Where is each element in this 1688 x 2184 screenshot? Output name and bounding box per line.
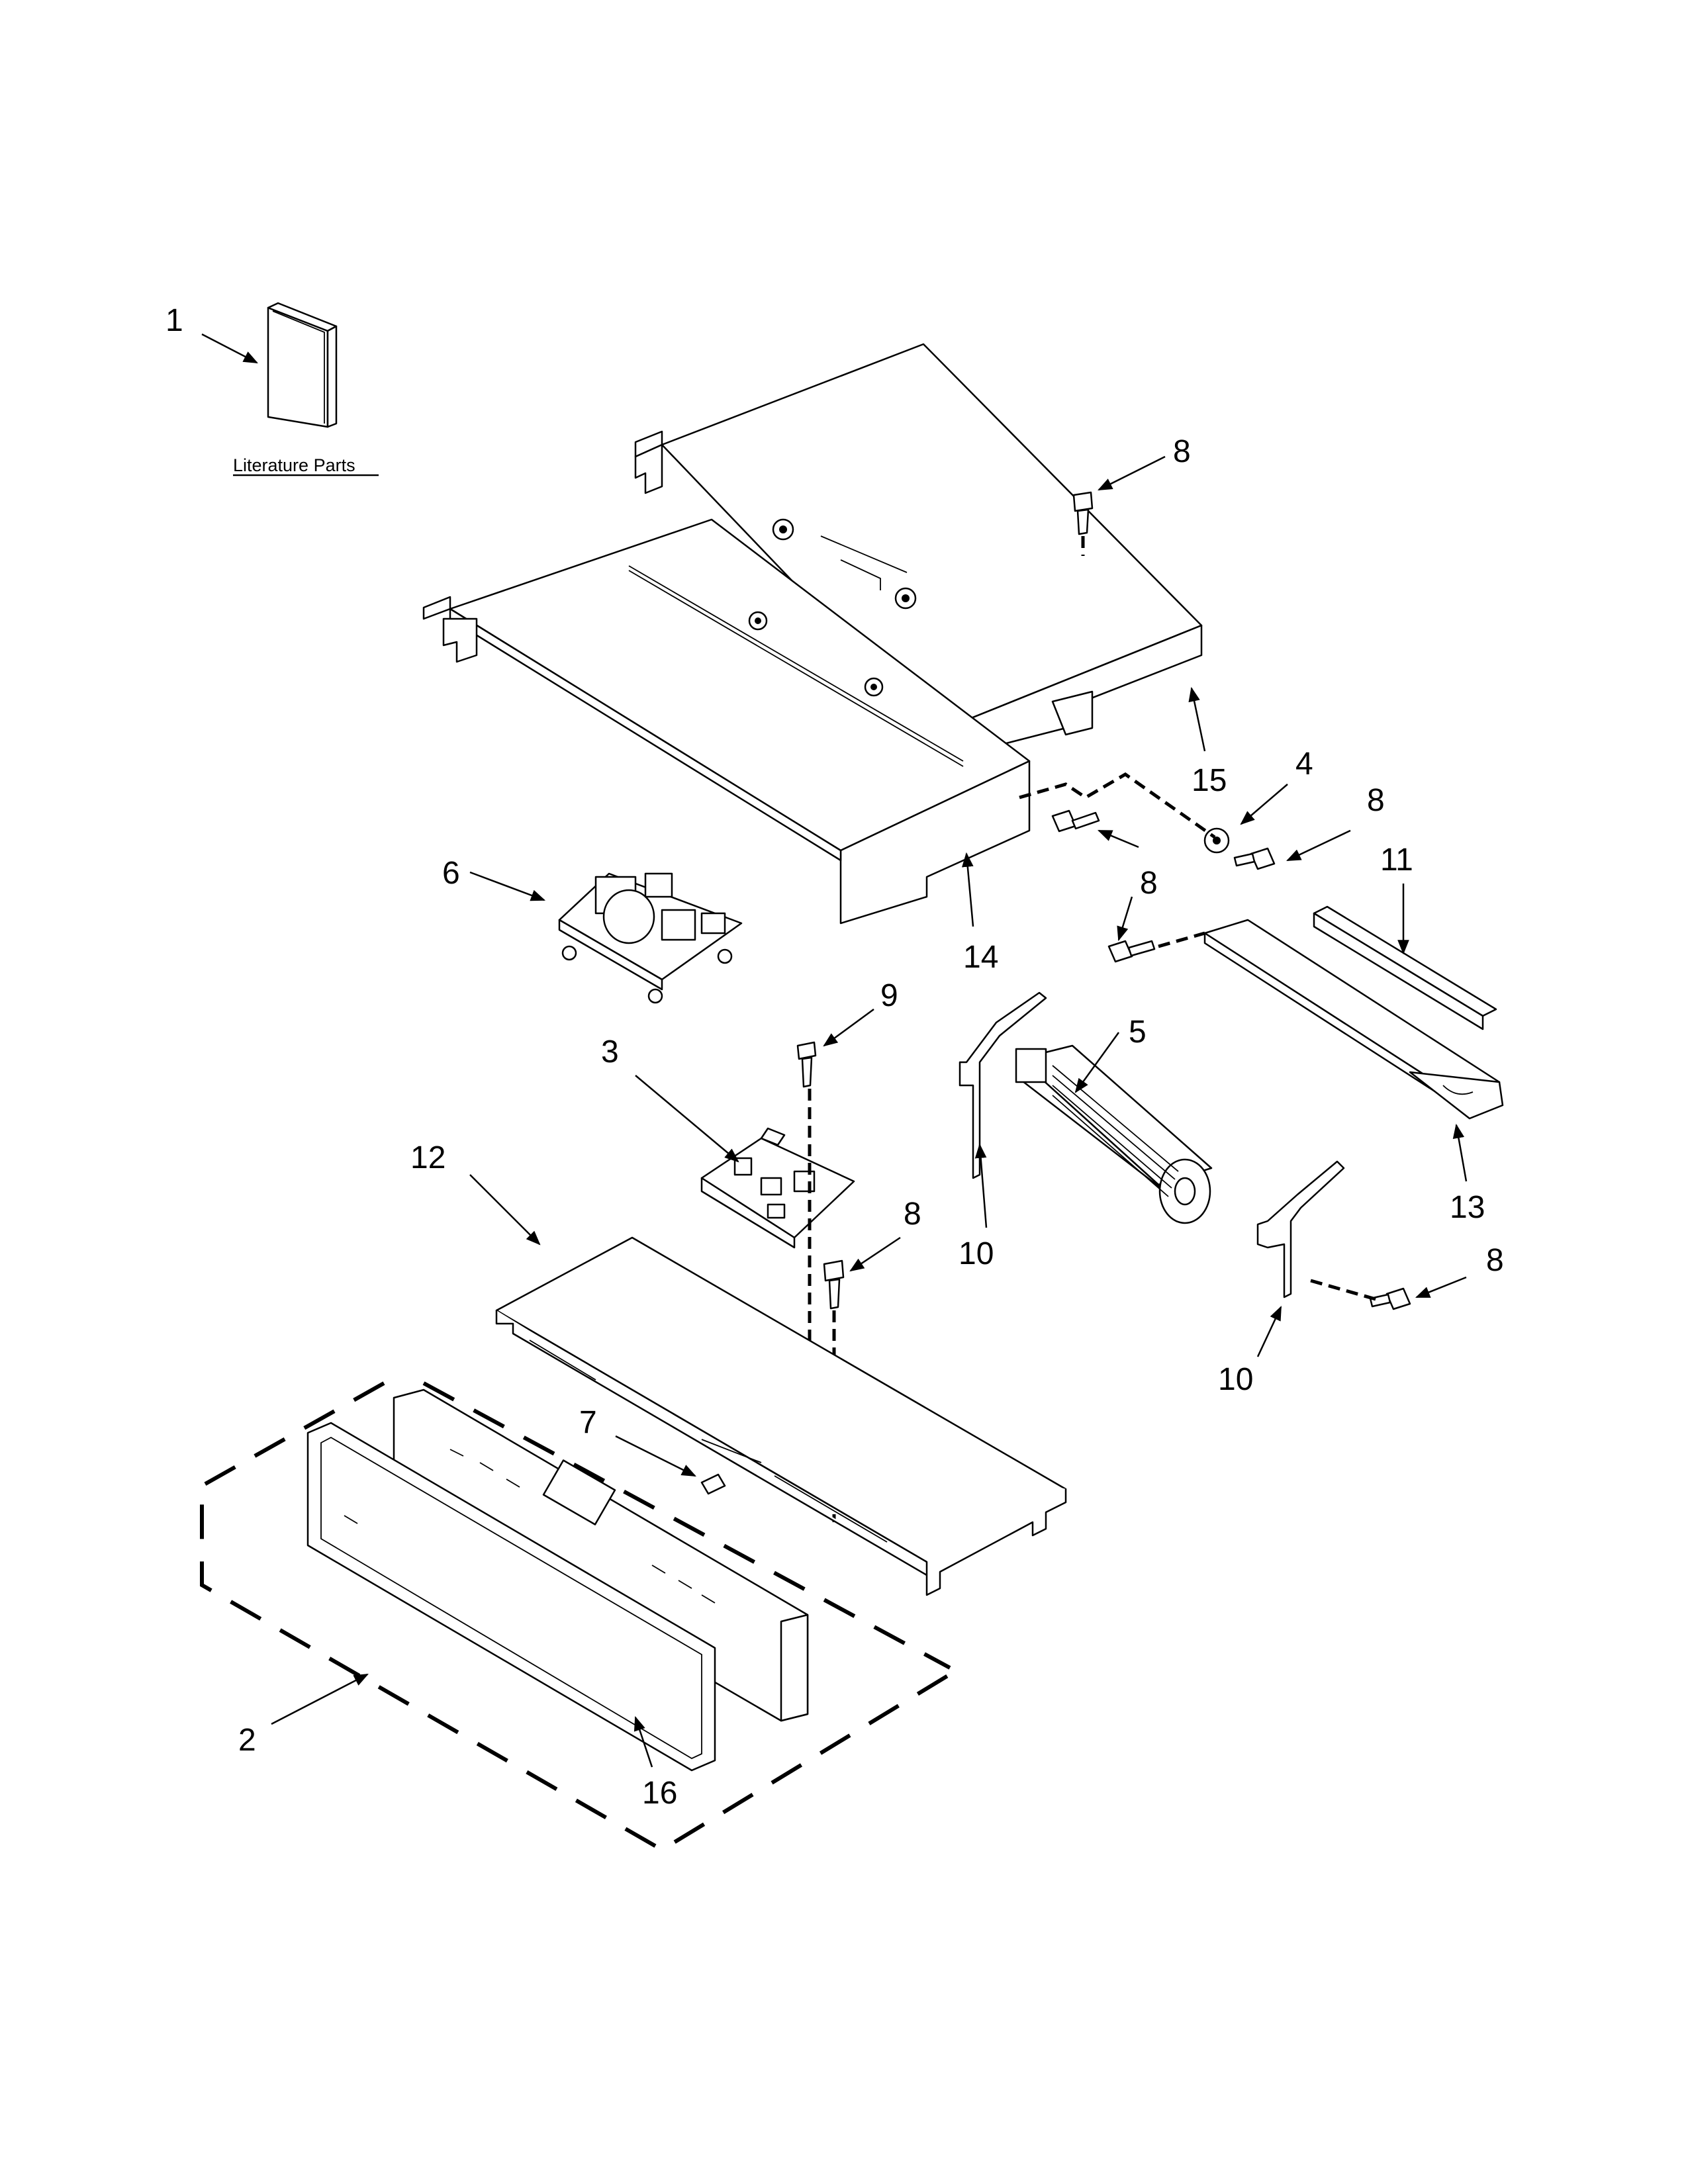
callout-7: 7 bbox=[579, 1405, 597, 1440]
literature-booklet bbox=[267, 302, 338, 428]
callout-8-bracket: 8 bbox=[904, 1197, 921, 1232]
assembly-outline bbox=[200, 1381, 951, 1852]
mounting-bracket bbox=[1203, 919, 1504, 1120]
callout-2: 2 bbox=[238, 1723, 256, 1758]
cooling-fan bbox=[1015, 1044, 1213, 1224]
control-panel-base bbox=[495, 1236, 1067, 1596]
insulation-strip bbox=[1313, 905, 1497, 1030]
callout-13: 13 bbox=[1450, 1190, 1485, 1225]
callout-8-washer: 8 bbox=[1367, 783, 1385, 818]
control-bracket bbox=[700, 1127, 855, 1249]
screw-8-side bbox=[1369, 1287, 1411, 1310]
callout-1: 1 bbox=[165, 303, 183, 338]
screw-8-top bbox=[1072, 491, 1094, 535]
callout-9: 9 bbox=[880, 978, 898, 1013]
callout-14: 14 bbox=[963, 940, 998, 975]
callout-3: 3 bbox=[601, 1034, 619, 1069]
rear-top-panel bbox=[634, 343, 1203, 762]
literature-parts-label: Literature Parts bbox=[233, 455, 355, 475]
screw-8-bracket bbox=[823, 1259, 845, 1310]
screw-8-washer bbox=[1233, 847, 1276, 870]
screw-9 bbox=[796, 1041, 817, 1088]
hinge-bracket-left bbox=[959, 991, 1047, 1179]
callout-16: 16 bbox=[642, 1776, 677, 1811]
screw-8-panel bbox=[1051, 809, 1100, 833]
circuit-board bbox=[558, 872, 743, 1004]
callout-6: 6 bbox=[442, 856, 460, 891]
callout-5: 5 bbox=[1129, 1015, 1147, 1050]
hinge-bracket-right bbox=[1256, 1160, 1345, 1298]
callout-4: 4 bbox=[1295, 747, 1313, 782]
callout-8-panel: 8 bbox=[1140, 866, 1158, 901]
front-top-panel bbox=[422, 518, 1031, 925]
callout-11: 11 bbox=[1380, 842, 1413, 878]
switch-clip bbox=[700, 1473, 726, 1495]
overlay-trim bbox=[306, 1422, 716, 1772]
callout-15: 15 bbox=[1192, 763, 1227, 798]
screw-8-mount bbox=[1107, 940, 1156, 963]
callout-10-right: 10 bbox=[1218, 1362, 1253, 1397]
callout-10-left: 10 bbox=[959, 1236, 994, 1271]
callout-8-top: 8 bbox=[1173, 434, 1191, 469]
callout-12: 12 bbox=[410, 1140, 445, 1175]
callout-8-side: 8 bbox=[1486, 1243, 1504, 1278]
